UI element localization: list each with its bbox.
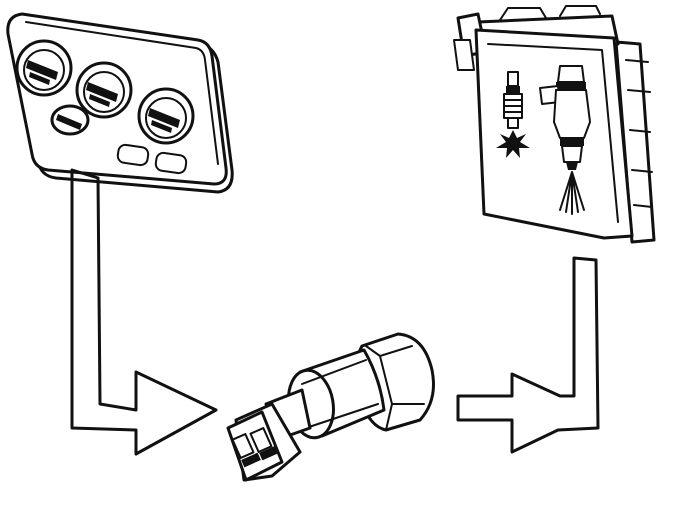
panel-button-2 [154, 151, 188, 175]
knob-3 [137, 87, 195, 145]
engine-control-module [453, 5, 656, 244]
control-panel [6, 12, 234, 194]
knob-1 [15, 39, 73, 97]
flow-arrow-1 [70, 168, 218, 456]
fuel-injector-icon [539, 65, 591, 215]
flow-arrow-2 [456, 256, 600, 454]
knob-2 [75, 61, 133, 119]
panel-button-1 [116, 143, 150, 167]
pressure-switch [226, 332, 435, 482]
spark-plug-icon [496, 71, 530, 158]
small-knob [50, 104, 90, 136]
